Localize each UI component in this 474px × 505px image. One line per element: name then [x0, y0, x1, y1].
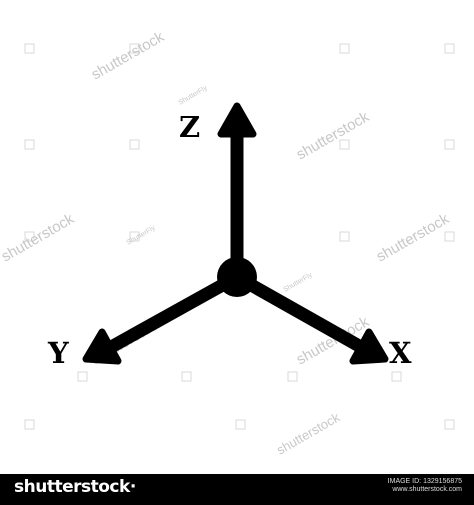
watermark-text-7: shutterstock: [274, 409, 343, 457]
y-axis-line: [100, 271, 241, 357]
site-url[interactable]: www.shutterstock.com: [392, 486, 462, 493]
x-axis-line: [233, 271, 372, 357]
x-axis-label: X: [389, 336, 412, 370]
watermark-badge-3: ShutterFly: [283, 271, 315, 293]
footer-brand-mark: ·: [129, 477, 136, 497]
image-id: IMAGE ID: 1329156875: [387, 478, 462, 485]
watermark-grid: [24, 43, 455, 430]
origin-node: [217, 257, 257, 297]
watermark-text-1: shutterstock: [89, 28, 168, 83]
axes-diagram-svg: shutterstock shutterstock shutterstock s…: [0, 28, 455, 458]
footer-brand-text: shutterstock: [14, 477, 130, 497]
z-axis-label: Z: [179, 110, 200, 144]
footer-brand-logo[interactable]: shutterstock·: [14, 477, 136, 497]
z-arrowhead-icon: [217, 102, 257, 138]
watermark-text: shutterstock shutterstock shutterstock s…: [0, 28, 452, 458]
axes-diagram: shutterstock shutterstock shutterstock s…: [0, 28, 455, 458]
footer-bar: shutterstock· IMAGE ID: 1329156875 www.s…: [0, 474, 474, 505]
watermark-text-3: shutterstock: [0, 210, 77, 265]
y-arrowhead-icon: [82, 328, 122, 365]
watermark-badge-1: ShutterFly: [178, 84, 210, 106]
x-arrowhead-icon: [349, 328, 389, 365]
y-axis-label: Y: [47, 336, 69, 370]
footer-meta: IMAGE ID: 1329156875 www.shutterstock.co…: [388, 478, 462, 494]
watermark-text-4: shutterstock: [374, 210, 453, 265]
watermark-text-2: shutterstock: [294, 108, 373, 163]
